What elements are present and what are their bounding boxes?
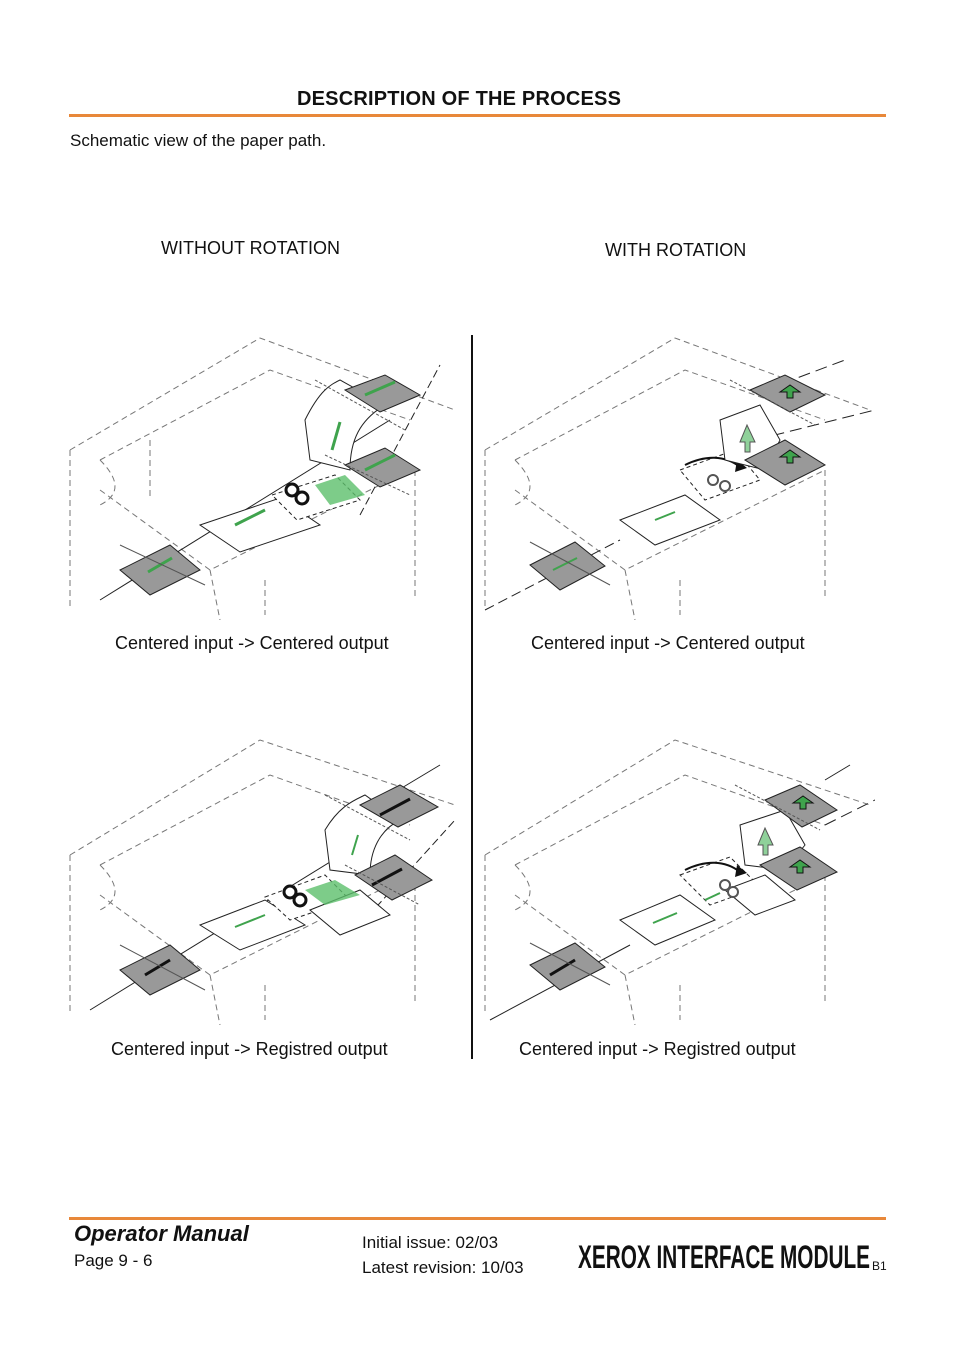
heading-rule bbox=[69, 114, 886, 117]
intro-text: Schematic view of the paper path. bbox=[70, 131, 327, 150]
diagram-registered-with-rotation bbox=[484, 739, 875, 1025]
footer-page-number: Page 9 - 6 bbox=[74, 1251, 153, 1270]
logo-version: B1 bbox=[872, 1259, 887, 1273]
caption-centered-no-rotation: Centered input -> Centered output bbox=[115, 633, 389, 653]
section-heading: DESCRIPTION OF THE PROCESS bbox=[297, 88, 622, 110]
latest-revision: Latest revision: 10/03 bbox=[362, 1258, 524, 1277]
diagram-registered-no-rotation bbox=[69, 739, 456, 1025]
column-title-with-rotation: WITH ROTATION bbox=[605, 240, 747, 260]
caption-registered-no-rotation: Centered input -> Registred output bbox=[111, 1039, 388, 1059]
column-title-without-rotation: WITHOUT ROTATION bbox=[161, 238, 340, 258]
caption-centered-with-rotation: Centered input -> Centered output bbox=[531, 633, 805, 653]
xerox-interface-module-logo: XEROX INTERFACE MODULE B1 bbox=[578, 1239, 887, 1275]
initial-issue: Initial issue: 02/03 bbox=[362, 1233, 499, 1252]
caption-registered-with-rotation: Centered input -> Registred output bbox=[519, 1039, 796, 1059]
diagram-centered-with-rotation bbox=[484, 337, 875, 620]
footer-manual-title: Operator Manual bbox=[74, 1221, 249, 1246]
diagram-centered-no-rotation bbox=[69, 337, 456, 620]
column-divider bbox=[471, 335, 473, 1059]
footer-rule bbox=[69, 1217, 886, 1220]
logo-text: XEROX INTERFACE MODULE bbox=[578, 1239, 870, 1275]
footer-revision-info: Initial issue: 02/03 Latest revision: 10… bbox=[362, 1230, 524, 1280]
